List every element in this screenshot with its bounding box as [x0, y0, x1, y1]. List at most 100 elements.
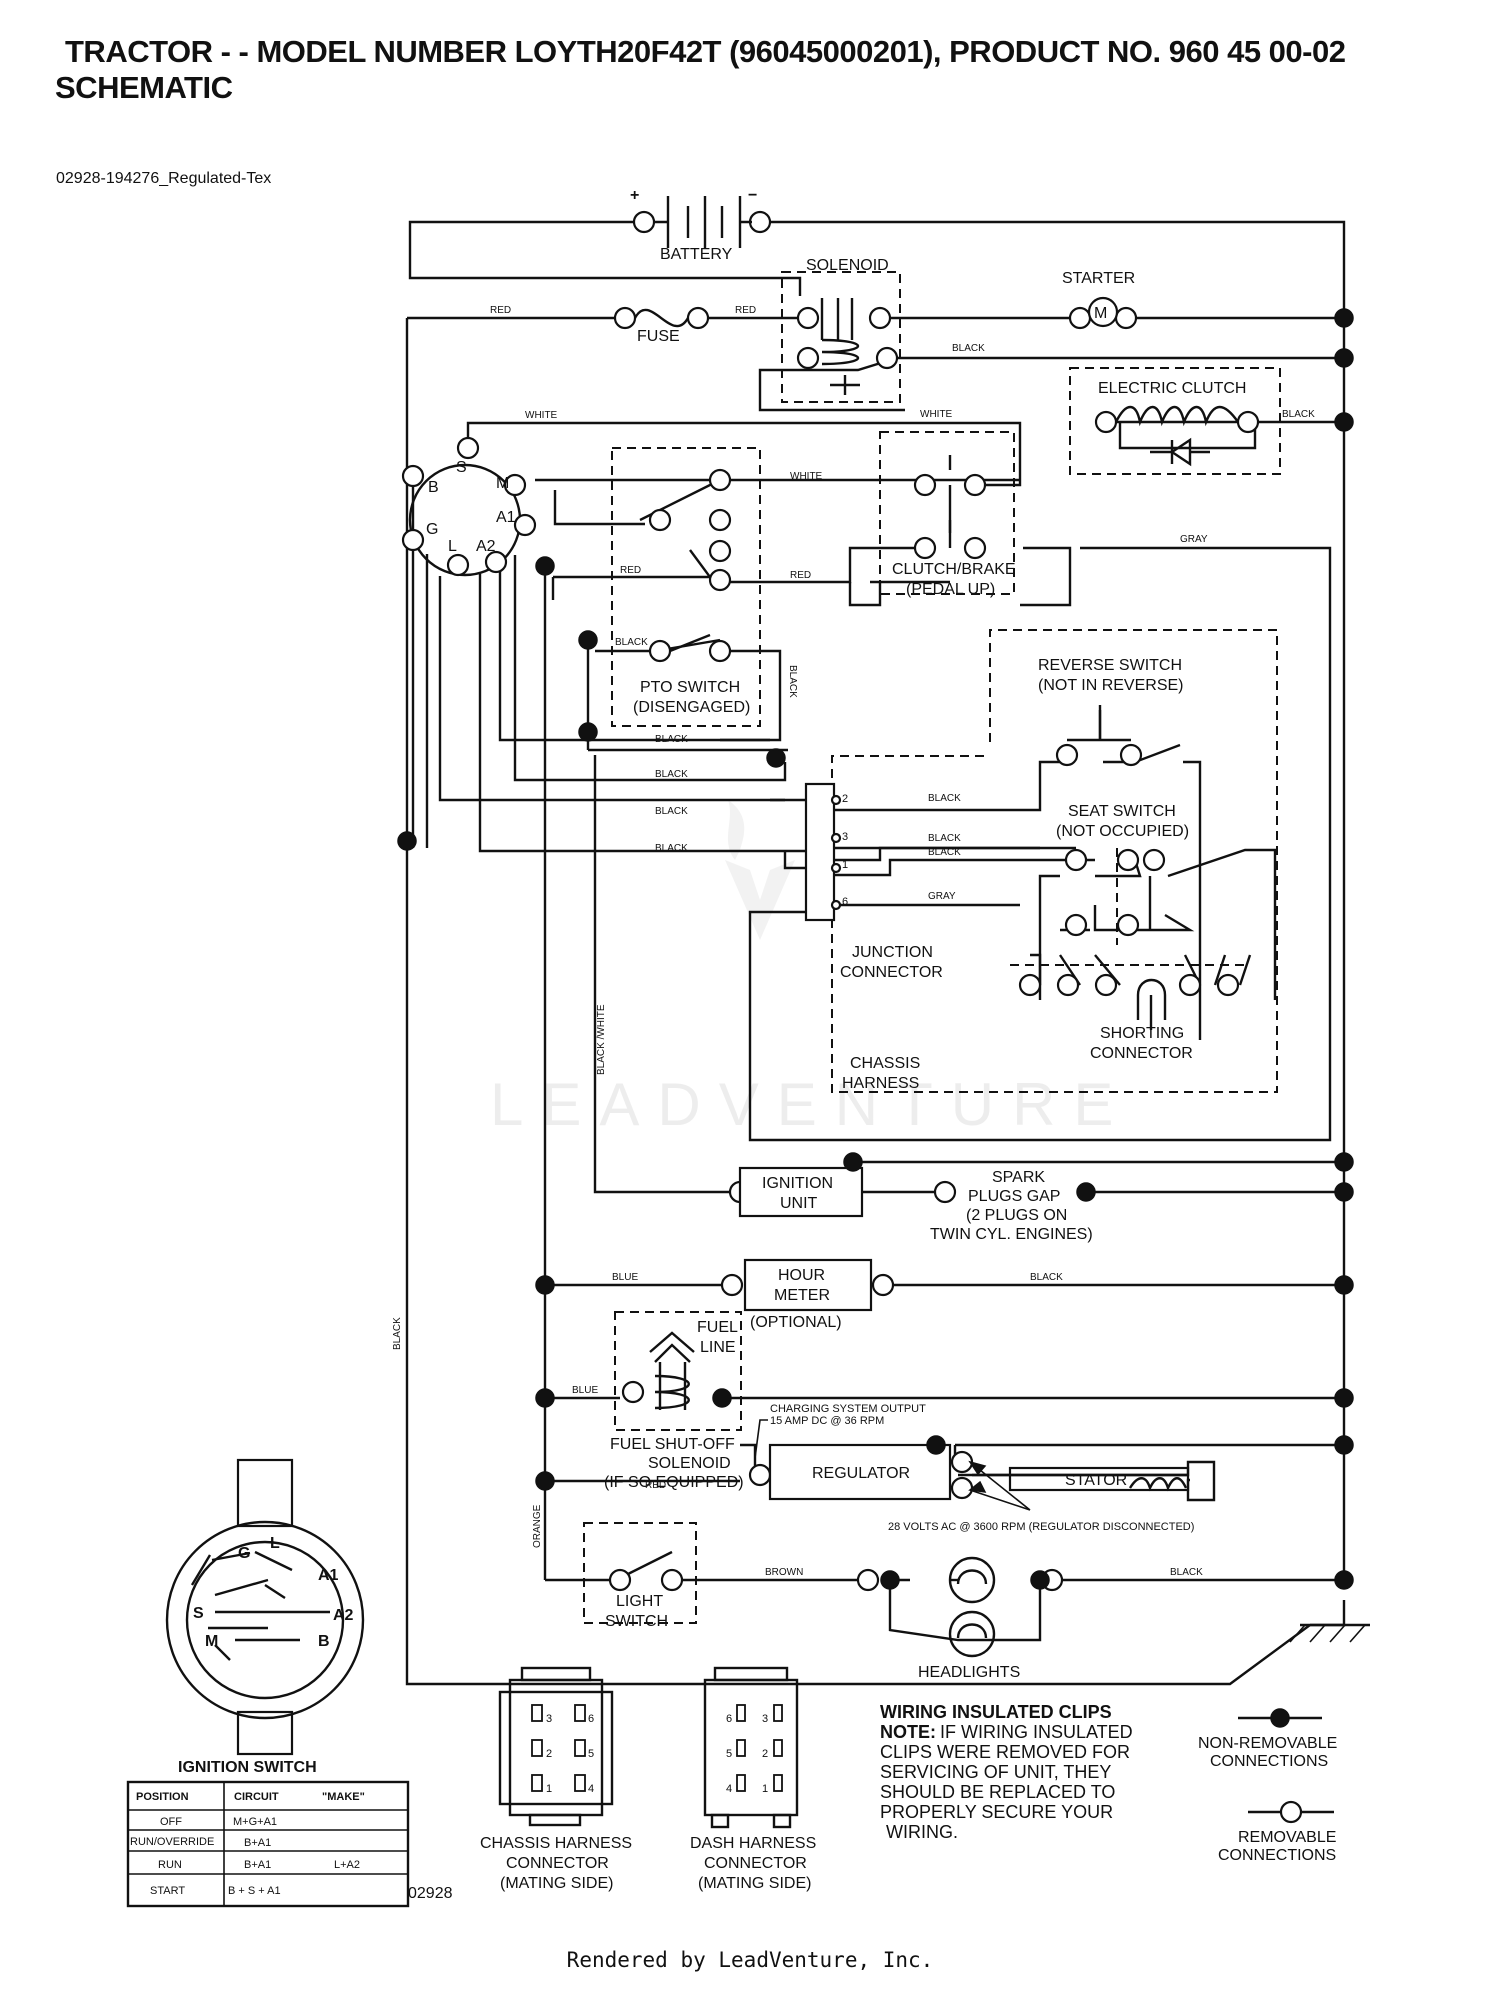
- solenoid-terminal-4: [875, 346, 899, 370]
- ign-label-g: G: [426, 521, 438, 538]
- charging-label-1: CHARGING SYSTEM OUTPUT: [770, 1403, 926, 1415]
- legend: NON-REMOVABLE CONNECTIONS REMOVABLE CONN…: [1198, 1708, 1337, 1864]
- legend-removable-2: CONNECTIONS: [1218, 1847, 1336, 1864]
- wire-label-red-4: RED: [790, 570, 811, 581]
- short-pin-3: [1094, 973, 1118, 997]
- ign-view-label-m: M: [205, 1633, 218, 1650]
- ign-view-label-g: G: [238, 1545, 250, 1562]
- junction-pin-2: 2: [842, 793, 848, 805]
- fuel-line-enclosure: [614, 1311, 742, 1431]
- electric-clutch-label: ELECTRIC CLUTCH: [1098, 380, 1246, 397]
- solenoid-terminal-3: [796, 346, 820, 370]
- seat-contact-5: [1116, 913, 1140, 937]
- wire-label-black-white: BLACK /WHITE: [596, 1004, 607, 1075]
- regulator-terminal-1: [950, 1450, 974, 1474]
- title-line-2: SCHEMATIC: [55, 70, 233, 105]
- chassis-pin-1: 1: [546, 1783, 552, 1795]
- clutch-terminal-left: [1094, 410, 1118, 434]
- short-pin-4: [1178, 973, 1202, 997]
- pto-contact-6: [648, 639, 672, 663]
- fuse: FUSE RED RED: [490, 305, 756, 345]
- clutch-terminal-right: [1236, 410, 1260, 434]
- ign-view-label-s: S: [193, 1605, 204, 1622]
- figure-number: 02928: [408, 1885, 453, 1902]
- spark-label-3: (2 PLUGS ON: [966, 1207, 1067, 1224]
- pto-switch-label-1: PTO SWITCH: [640, 679, 740, 696]
- ignition-unit-label-2: UNIT: [780, 1195, 818, 1212]
- watermark-flame: [728, 800, 745, 860]
- wiring: [405, 220, 1370, 1686]
- pto-switch-label-2: (DISENGAGED): [633, 699, 750, 716]
- battery-label: BATTERY: [660, 246, 733, 263]
- ignition-tab-bottom: [236, 1710, 294, 1756]
- row-position-run-override: RUN/OVERRIDE: [130, 1836, 214, 1848]
- wire-label-black-rail: BLACK: [392, 1317, 403, 1350]
- cb-contact-2: [963, 473, 987, 497]
- starter-terminal-right: [1114, 306, 1138, 330]
- hour-meter-terminal-right: [871, 1273, 895, 1297]
- ign-terminal-g: [401, 528, 425, 552]
- pto-contact-4: [708, 539, 732, 563]
- fuse-terminal-right: [686, 306, 710, 330]
- row-circuit-run-override: B+A1: [244, 1837, 271, 1849]
- spark-label-1: SPARK: [992, 1169, 1045, 1186]
- stator-label: STATOR: [1065, 1472, 1127, 1489]
- ign-terminal-a1: [513, 513, 537, 537]
- junction-pin-3: 3: [842, 831, 848, 843]
- clutch-brake-switch: CLUTCH/BRAKE (PEDAL UP) GRAY: [892, 455, 1208, 598]
- ignition-switch-title: IGNITION SWITCH: [178, 1759, 317, 1776]
- seat-contact-1: [1064, 848, 1088, 872]
- wire-label-white-2: WHITE: [790, 471, 823, 482]
- cb-contact-4: [963, 536, 987, 560]
- regulator: CHARGING SYSTEM OUTPUT 15 AMP DC @ 36 RP…: [532, 1403, 1194, 1548]
- short-pin-5: [1216, 973, 1240, 997]
- wire-label-gray-1: GRAY: [1180, 534, 1208, 545]
- headlight-1: [948, 1556, 996, 1604]
- wire-label-black-hour: BLACK: [1030, 1272, 1063, 1283]
- document-id: 02928-194276_Regulated-Tex: [56, 170, 272, 187]
- fuel-solenoid-label-1: FUEL SHUT-OFF: [610, 1436, 735, 1453]
- wire-label-black-4: BLACK: [655, 806, 688, 817]
- pto-contact-2: [648, 508, 672, 532]
- fuse-label: FUSE: [637, 328, 680, 345]
- ign-terminal-a2: [484, 550, 508, 574]
- wire-label-red-5: RED: [645, 1480, 666, 1491]
- headlight-2: [948, 1610, 996, 1658]
- ign-label-m: M: [496, 475, 509, 492]
- chassis-pin-5: 5: [588, 1748, 594, 1760]
- chassis-harness-label-2: HARNESS: [842, 1075, 919, 1092]
- electric-clutch-enclosure: [1069, 367, 1281, 475]
- wire-label-orange: ORANGE: [532, 1504, 543, 1548]
- note-line-5: PROPERLY SECURE YOUR: [880, 1802, 1113, 1822]
- short-pin-2: [1056, 973, 1080, 997]
- legend-non-removable-2: CONNECTIONS: [1210, 1753, 1328, 1770]
- note-line-4: SHOULD BE REPLACED TO: [880, 1782, 1115, 1802]
- chassis-harness-enclosure: [831, 629, 1278, 1093]
- solenoid-label: SOLENOID: [806, 257, 889, 274]
- wire-label-blue-1: BLUE: [612, 1272, 638, 1283]
- clutch-brake-enclosure: [879, 431, 1015, 595]
- stator-box: [1008, 1466, 1190, 1492]
- enclosures: [583, 271, 1281, 1624]
- ign-terminal-m: [503, 473, 527, 497]
- fuel-shutoff: FUEL LINE FUEL SHUT-OFF SOLENOID (IF SO …: [572, 1319, 744, 1491]
- chassis-pin-3: 3: [546, 1713, 552, 1725]
- junction-label-2: CONNECTOR: [840, 964, 943, 981]
- pto-switch: PTO SWITCH (DISENGAGED) RED RED BLACK WH…: [525, 410, 823, 716]
- watermark-logo: [725, 860, 795, 940]
- title-line-1: TRACTOR - - MODEL NUMBER LOYTH20F42T (96…: [65, 34, 1346, 69]
- wire-label-black-3: BLACK: [655, 769, 688, 780]
- clutch-brake-label-1: CLUTCH/BRAKE: [892, 561, 1016, 578]
- seat-contact-2: [1116, 848, 1140, 872]
- wire-label-brown: BROWN: [765, 1567, 803, 1578]
- regulator-terminal-2: [950, 1476, 974, 1500]
- fuel-solenoid-terminal: [621, 1380, 645, 1404]
- ignition-tab-top: [236, 1458, 294, 1528]
- ign-view-label-a1: A1: [318, 1567, 339, 1584]
- fuel-solenoid-label-2: SOLENOID: [648, 1455, 731, 1472]
- ign-terminal-l: [446, 553, 470, 577]
- dash-connector-label-2: CONNECTOR: [704, 1855, 807, 1872]
- wire-label-gray-2: GRAY: [928, 891, 956, 902]
- wire-label-blue-2: BLUE: [572, 1385, 598, 1396]
